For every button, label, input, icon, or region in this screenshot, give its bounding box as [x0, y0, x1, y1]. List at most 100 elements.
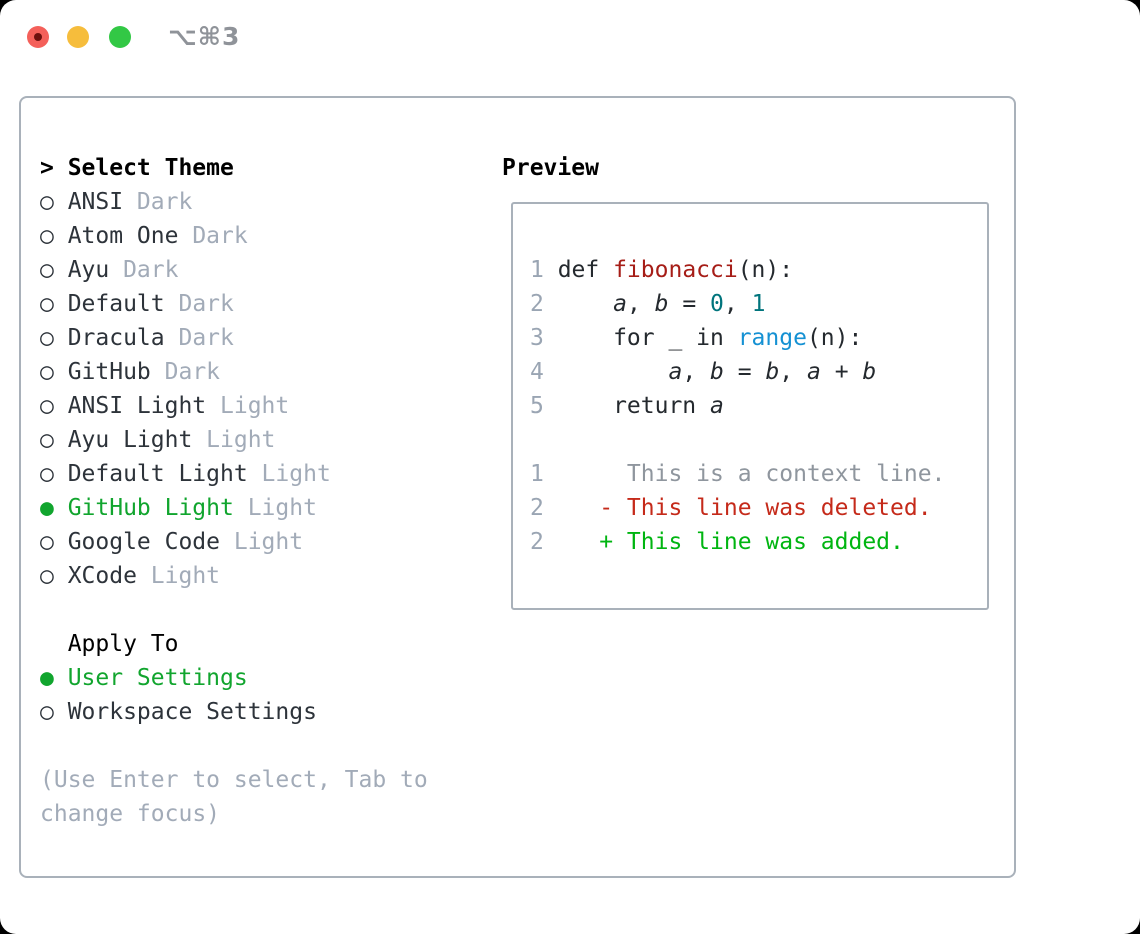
- theme-variant-label: Dark: [123, 189, 193, 215]
- code-line: 3 for _ in range(n):: [530, 321, 945, 355]
- theme-option-ansi-dark[interactable]: ○ ANSI Dark: [40, 185, 428, 219]
- theme-name: Default Light: [67, 461, 248, 487]
- theme-name: GitHub Light: [67, 495, 234, 521]
- theme-variant-label: Light: [247, 461, 331, 487]
- theme-picker-panel: >Select Theme ○ANSI Dark ○Atom One Dark …: [19, 96, 1016, 878]
- theme-option-ayu-dark[interactable]: ○ Ayu Dark: [40, 253, 428, 287]
- blank-line: [530, 423, 945, 457]
- theme-name: ANSI: [67, 189, 124, 215]
- zoom-button[interactable]: [109, 26, 131, 48]
- line-number: 4: [530, 359, 544, 385]
- theme-variant-label: Light: [136, 563, 221, 589]
- code-token: def: [557, 257, 614, 283]
- theme-option-default-light[interactable]: ○ Default Light Light: [40, 457, 428, 491]
- code-token-number: 0: [710, 291, 724, 317]
- code-line: 2 a, b = 0, 1: [530, 287, 945, 321]
- radio-icon: ○: [40, 563, 54, 589]
- radio-icon: ○: [40, 427, 54, 453]
- theme-variant-label: Dark: [178, 223, 248, 249]
- code-token-builtin: range: [737, 325, 807, 351]
- select-theme-header: > Select Theme: [40, 151, 428, 185]
- theme-option-dracula-dark[interactable]: ○ Dracula Dark: [40, 321, 428, 355]
- code-token-variable: a: [710, 393, 724, 419]
- code-token: return: [557, 393, 711, 419]
- code-token: ,: [682, 359, 711, 385]
- theme-option-google-code-light[interactable]: ○Google Code Light: [40, 525, 428, 559]
- code-token: ,: [779, 359, 807, 385]
- theme-variant-label: Dark: [164, 325, 234, 351]
- apply-to-header: Apply To: [40, 627, 428, 661]
- theme-name: Default: [67, 291, 165, 317]
- diff-line-deleted: 2 - This line was deleted.: [530, 491, 945, 525]
- code-token: for _ in: [557, 325, 738, 351]
- radio-icon: ○: [40, 291, 54, 317]
- theme-variant-label: Dark: [150, 359, 221, 385]
- diff-line-context: 1 This is a context line.: [530, 457, 945, 491]
- theme-name: ANSI Light: [67, 393, 207, 419]
- apply-option-workspace-settings[interactable]: ○Workspace Settings: [40, 695, 428, 729]
- radio-selected-icon: ●: [40, 495, 54, 521]
- theme-name: Ayu: [67, 257, 110, 283]
- theme-name: Dracula: [67, 325, 165, 351]
- theme-name: Ayu Light: [67, 427, 193, 453]
- preview-header: Preview: [502, 155, 599, 181]
- radio-icon: ○: [40, 393, 54, 419]
- focus-cursor-icon: >: [40, 155, 54, 181]
- radio-icon: ○: [40, 257, 54, 283]
- theme-option-github-light[interactable]: ● GitHub Light Light: [40, 491, 428, 525]
- code-token: (n):: [806, 325, 863, 351]
- theme-option-atom-one-dark[interactable]: ○Atom One Dark: [40, 219, 428, 253]
- diff-context-text: This is a context line.: [557, 461, 946, 487]
- unsaved-changes-dot-icon: [34, 33, 42, 41]
- select-theme-header-label: Select Theme: [67, 155, 234, 181]
- theme-option-default-dark[interactable]: ○Default Dark: [40, 287, 428, 321]
- radio-icon: ○: [40, 359, 54, 385]
- diff-deleted-text: - This line was deleted.: [557, 495, 932, 521]
- theme-variant-label: Light: [220, 529, 304, 555]
- theme-option-ayu-light[interactable]: ○Ayu Light Light: [40, 423, 428, 457]
- radio-icon: ○: [40, 529, 54, 555]
- theme-variant-label: Dark: [109, 257, 179, 283]
- window-shortcut-label: ⌥⌘3: [168, 22, 241, 51]
- close-button[interactable]: [27, 26, 49, 48]
- theme-variant-label: Light: [233, 495, 317, 521]
- code-token: =: [723, 359, 766, 385]
- code-token-variable: b: [765, 359, 780, 385]
- apply-option-label: User Settings: [67, 665, 248, 691]
- code-token-variable: a: [807, 359, 821, 385]
- apply-option-user-settings[interactable]: ●User Settings: [40, 661, 428, 695]
- theme-name: XCode: [67, 563, 137, 589]
- line-number: 3: [530, 325, 544, 351]
- theme-option-github-dark[interactable]: ○ GitHub Dark: [40, 355, 428, 389]
- code-token: ,: [626, 291, 655, 317]
- diff-line-added: 2 + This line was added.: [530, 525, 945, 559]
- radio-icon: ○: [40, 325, 54, 351]
- code-token-variable: b: [654, 291, 669, 317]
- code-token-variable: b: [710, 359, 724, 385]
- minimize-button[interactable]: [67, 26, 89, 48]
- code-token-function: fibonacci: [613, 257, 738, 283]
- code-line: 4 a, b = b, a + b: [530, 355, 945, 389]
- code-line: 5 return a: [530, 389, 945, 423]
- line-number: 1: [530, 257, 544, 283]
- line-number: 2: [530, 529, 544, 555]
- code-token: ,: [723, 291, 752, 317]
- code-token-variable: a: [613, 291, 627, 317]
- radio-icon: ○: [40, 461, 54, 487]
- help-text-line-2: change focus): [40, 801, 221, 827]
- theme-name: Atom One: [67, 223, 179, 249]
- help-text-line-1: (Use Enter to select, Tab to: [40, 767, 428, 793]
- theme-name: GitHub: [67, 359, 151, 385]
- theme-option-xcode-light[interactable]: ○ XCode Light: [40, 559, 428, 593]
- theme-list: >Select Theme ○ANSI Dark ○Atom One Dark …: [40, 151, 428, 831]
- line-number: 2: [530, 495, 544, 521]
- code-token-variable: b: [862, 359, 877, 385]
- radio-icon: ○: [40, 189, 54, 215]
- code-token: [558, 291, 613, 317]
- apply-to-header-label: Apply To: [67, 631, 179, 657]
- diff-added-text: + This line was added.: [557, 529, 904, 555]
- theme-option-ansi-light[interactable]: ○ANSI Light Light: [40, 389, 428, 423]
- code-token-number: 1: [751, 291, 766, 317]
